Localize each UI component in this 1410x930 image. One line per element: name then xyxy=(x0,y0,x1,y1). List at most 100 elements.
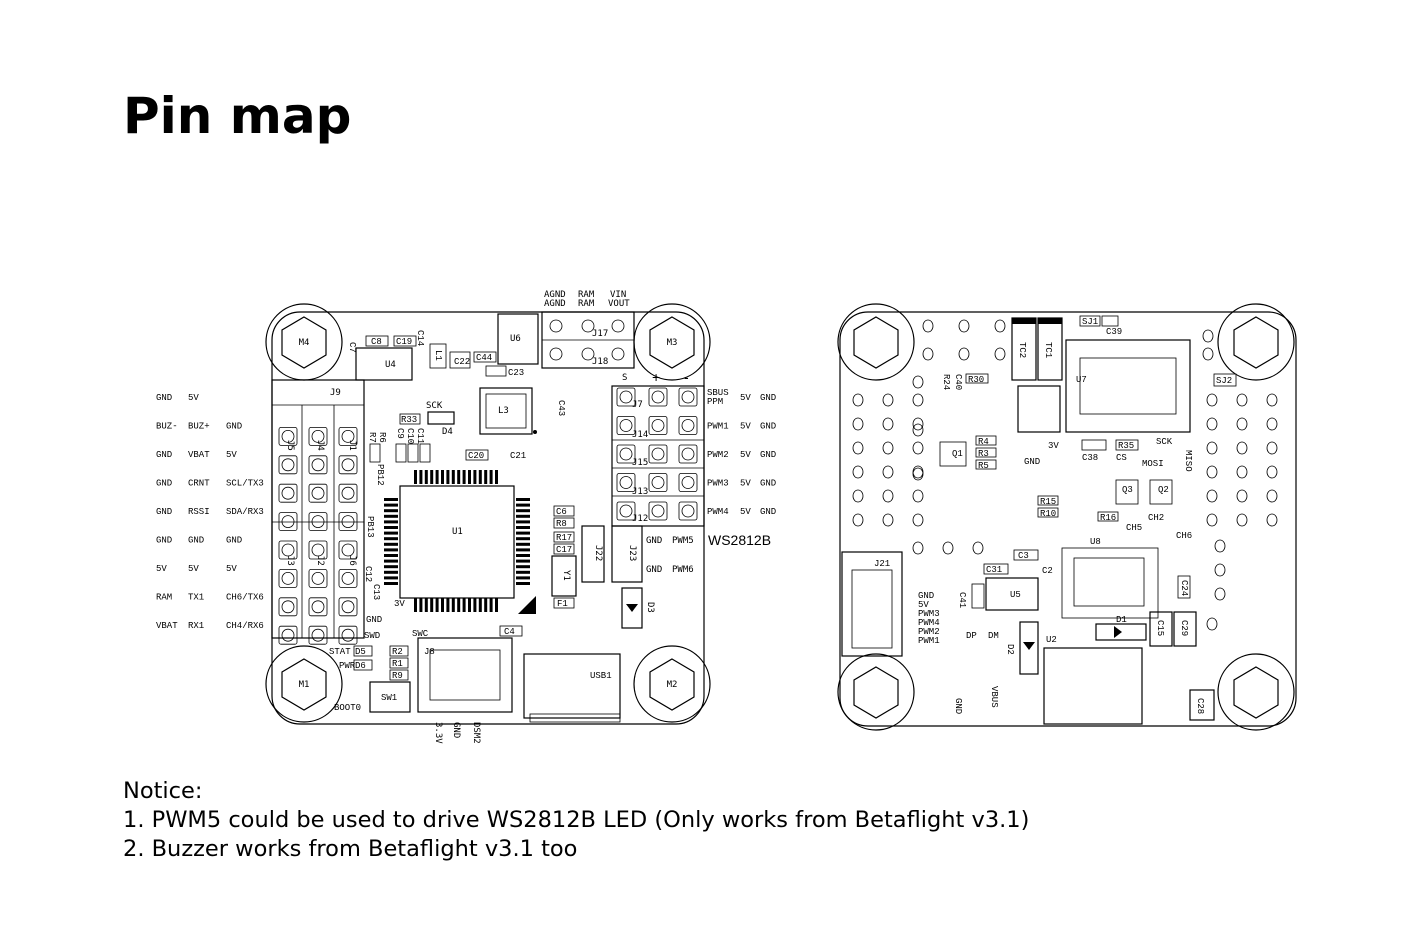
chip-u6: U6 xyxy=(497,313,539,365)
r17-label: R17 xyxy=(556,533,572,543)
pb13-label: PB13 xyxy=(365,516,375,538)
sck-label: SCK xyxy=(426,401,443,411)
small-parts-left: C8 C19 C14 C7 L1 C22 C23 C44 R33 R6 R7 C… xyxy=(347,330,575,681)
swc-label: SWC xyxy=(412,629,429,639)
mcu-pin xyxy=(384,565,398,569)
mount-hole-tr xyxy=(1217,303,1295,381)
mcu-pin xyxy=(495,598,498,612)
solder-pad xyxy=(1206,393,1218,407)
r2-label: R2 xyxy=(392,647,403,657)
header-pad xyxy=(278,455,298,475)
diode-d4: D4 SCK xyxy=(426,401,455,437)
connector-j21: J21 GND 5V PWM3 PWM4 PWM2 PWM1 xyxy=(841,551,940,657)
solder-pad xyxy=(1236,465,1248,479)
left-header-block: J9 J5 J4 J1 J3 J2 J6 xyxy=(271,379,365,645)
right-pin-label: SBUS xyxy=(707,388,729,398)
solder-pad xyxy=(1214,539,1226,553)
solder-pad xyxy=(1206,465,1218,479)
usb-vbus: VBUS xyxy=(989,686,999,708)
c20-label: C20 xyxy=(468,451,484,461)
solder-pad xyxy=(1214,563,1226,577)
solder-pad xyxy=(1266,513,1278,527)
header-pad xyxy=(648,416,668,435)
spi-mosi: MOSI xyxy=(1142,459,1164,469)
mcu-pin xyxy=(384,531,398,535)
mcu-pin xyxy=(516,537,530,541)
left-pin-label: 5V xyxy=(188,564,199,574)
j17-label: J17 xyxy=(592,329,608,339)
solder-pad xyxy=(912,423,924,437)
d5-label: D5 xyxy=(355,647,366,657)
mcu-pin xyxy=(451,598,455,612)
solder-pad xyxy=(1206,417,1218,431)
solder-pad xyxy=(1202,329,1214,343)
diode-d3: D3 xyxy=(621,587,655,629)
tc2-label: TC2 xyxy=(1017,342,1027,358)
mcu-pin xyxy=(516,576,530,580)
c19-label: C19 xyxy=(396,337,412,347)
right-pin-label: GND xyxy=(760,479,776,489)
r24-label: R24 xyxy=(941,374,951,390)
j6-label: J6 xyxy=(347,555,357,566)
c12-label: C12 xyxy=(363,566,373,582)
right-pin-label: 5V xyxy=(740,422,751,432)
right-pin-label: 5V xyxy=(740,507,751,517)
mcu-pin xyxy=(435,598,439,612)
j23-label: J23 xyxy=(627,545,637,561)
spi-gnd: GND xyxy=(1024,457,1040,467)
solder-pad xyxy=(912,513,924,527)
r8-label: R8 xyxy=(556,519,567,529)
mcu-pin xyxy=(478,470,482,484)
header-pad xyxy=(338,569,358,588)
diode-d1: D1 xyxy=(1095,615,1147,641)
mcu-pin xyxy=(384,559,398,563)
mcu-pin xyxy=(430,598,434,612)
d1-label: D1 xyxy=(1116,615,1127,625)
mcu-pin xyxy=(462,598,466,612)
top-pad xyxy=(581,347,595,361)
header-pad xyxy=(278,512,298,531)
header-pad xyxy=(338,512,358,531)
mcu-pin xyxy=(468,598,471,612)
mcu-pin xyxy=(419,470,423,484)
pwm56-gnd-1: GND xyxy=(646,536,662,546)
j15-label: J15 xyxy=(632,458,648,468)
j7-label: J7 xyxy=(632,400,643,410)
usb-connector: USB1 xyxy=(523,653,621,723)
mcu-pin xyxy=(489,470,493,484)
top-pad xyxy=(611,319,625,333)
solder-pad xyxy=(1266,417,1278,431)
left-pin-label: GND xyxy=(226,422,242,432)
top-label-ram-2: RAM xyxy=(578,299,595,309)
header-pad xyxy=(278,426,298,446)
ch6-label: CH6 xyxy=(1176,531,1192,541)
mcu-pin xyxy=(516,514,530,518)
solder-pad xyxy=(1236,393,1248,407)
mcu-pin xyxy=(516,526,530,529)
solder-pad xyxy=(852,441,864,455)
c13-label: C13 xyxy=(371,584,381,600)
solder-pad xyxy=(912,393,924,407)
bottom-label-dsm2: DSM2 xyxy=(471,722,481,744)
s-label: S xyxy=(622,373,627,383)
solder-pad xyxy=(972,541,984,555)
mount-hole-m3: M3 xyxy=(633,303,711,381)
mcu-pin xyxy=(516,565,530,569)
plus-label: + xyxy=(652,369,660,385)
header-pad xyxy=(308,426,328,446)
mcu-pin xyxy=(384,554,398,557)
mcu-pin xyxy=(384,520,398,524)
mcu-pin xyxy=(446,598,450,612)
notice-line-2: 2. Buzzer works from Betaflight v3.1 too xyxy=(123,836,578,862)
mcu-pin xyxy=(457,598,461,612)
3v-label: 3V xyxy=(394,599,405,609)
right-pin-label: GND xyxy=(760,422,776,432)
left-pin-label: SCL/TX3 xyxy=(226,479,264,489)
r16-label: R16 xyxy=(1100,513,1116,523)
right-pin-label: PPM xyxy=(707,397,723,407)
usb-u2: U2 xyxy=(1043,635,1143,725)
c31-label: C31 xyxy=(986,565,1002,575)
solder-pad xyxy=(912,441,924,455)
solder-pad xyxy=(1202,347,1214,361)
